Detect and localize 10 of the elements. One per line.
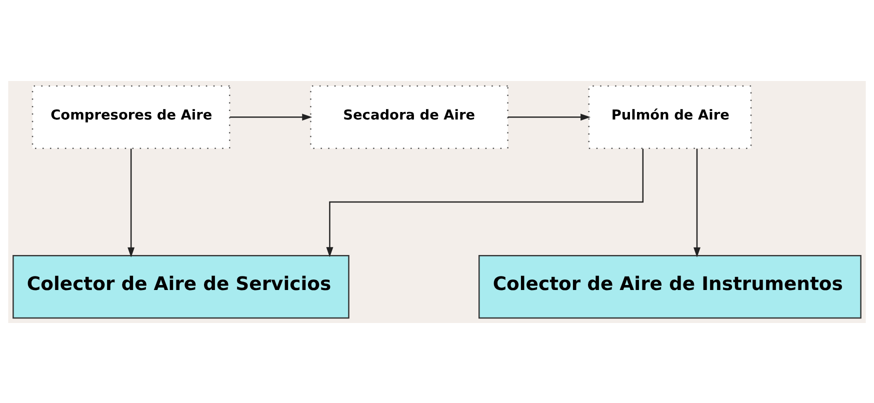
arrow: [508, 113, 591, 120]
arrow: [230, 113, 312, 120]
arrow: [128, 148, 135, 257]
arrow: [694, 148, 700, 257]
node-box: Colector de Aire de Instrumentos: [478, 254, 862, 318]
node-box: Pulmón de Aire: [588, 84, 752, 148]
node-box: Colector de Aire de Servicios: [12, 254, 350, 318]
node-box: Compresores de Aire: [32, 84, 230, 148]
node-box: Secadora de Aire: [310, 84, 508, 148]
arrow: [326, 148, 644, 257]
